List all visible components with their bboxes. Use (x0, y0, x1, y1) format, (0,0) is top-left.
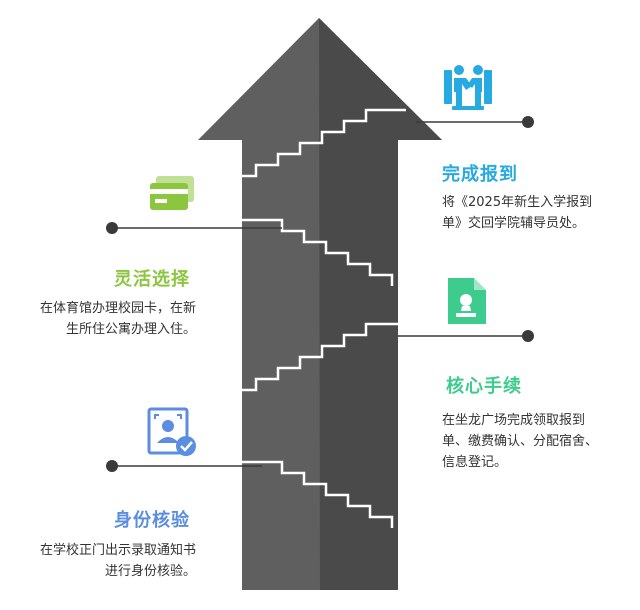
arrow-shaft-shadow (319, 18, 442, 590)
stair-flight (242, 108, 406, 178)
step-desc-choose: 在体育馆办理校园卡，在新 生所住公寓办理入住。 (16, 298, 196, 340)
id-verify-icon (147, 407, 196, 456)
step-desc-verify: 在学校正门出示录取通知书 进行身份核验。 (16, 540, 196, 582)
handshake-icon (444, 65, 492, 110)
connectors (106, 116, 534, 472)
document-stamp-icon (448, 278, 486, 324)
step-desc-line: 信息登记。 (442, 455, 508, 470)
step-desc-line: 在体育馆办理校园卡，在新 (39, 301, 196, 316)
connector-dot (522, 330, 534, 342)
connector-dot (106, 222, 118, 234)
step-desc-line: 进行身份核验。 (104, 564, 196, 579)
step-desc-core: 在坐龙广场完成领取报到 单、缴费确认、分配宿舍、 信息登记。 (442, 410, 598, 473)
card-icon (150, 176, 194, 210)
step-title-choose: 灵活选择 (114, 269, 190, 290)
step-desc-line: 在坐龙广场完成领取报到 (442, 413, 586, 428)
step-desc-line: 单、缴费确认、分配宿舍、 (442, 434, 599, 449)
stair-flight (242, 322, 406, 392)
step-title-core: 核心手续 (446, 376, 522, 397)
stairs (242, 108, 406, 528)
step-desc-line: 在学校正门出示录取通知书 (39, 543, 196, 558)
step-desc-line: 生所住公寓办理入住。 (65, 322, 196, 337)
step-title-finish: 完成报到 (442, 164, 518, 185)
step-desc-line: 将《2025年新生入学报到 (442, 195, 593, 210)
step-desc-finish: 将《2025年新生入学报到 单》交回学院辅导员处。 (442, 192, 592, 234)
stair-flight (242, 460, 394, 528)
stair-flight (242, 218, 394, 286)
connector-dot (106, 460, 118, 472)
step-title-verify: 身份核验 (114, 510, 190, 531)
connector-dot (522, 116, 534, 128)
step-desc-line: 单》交回学院辅导员处。 (442, 216, 586, 231)
